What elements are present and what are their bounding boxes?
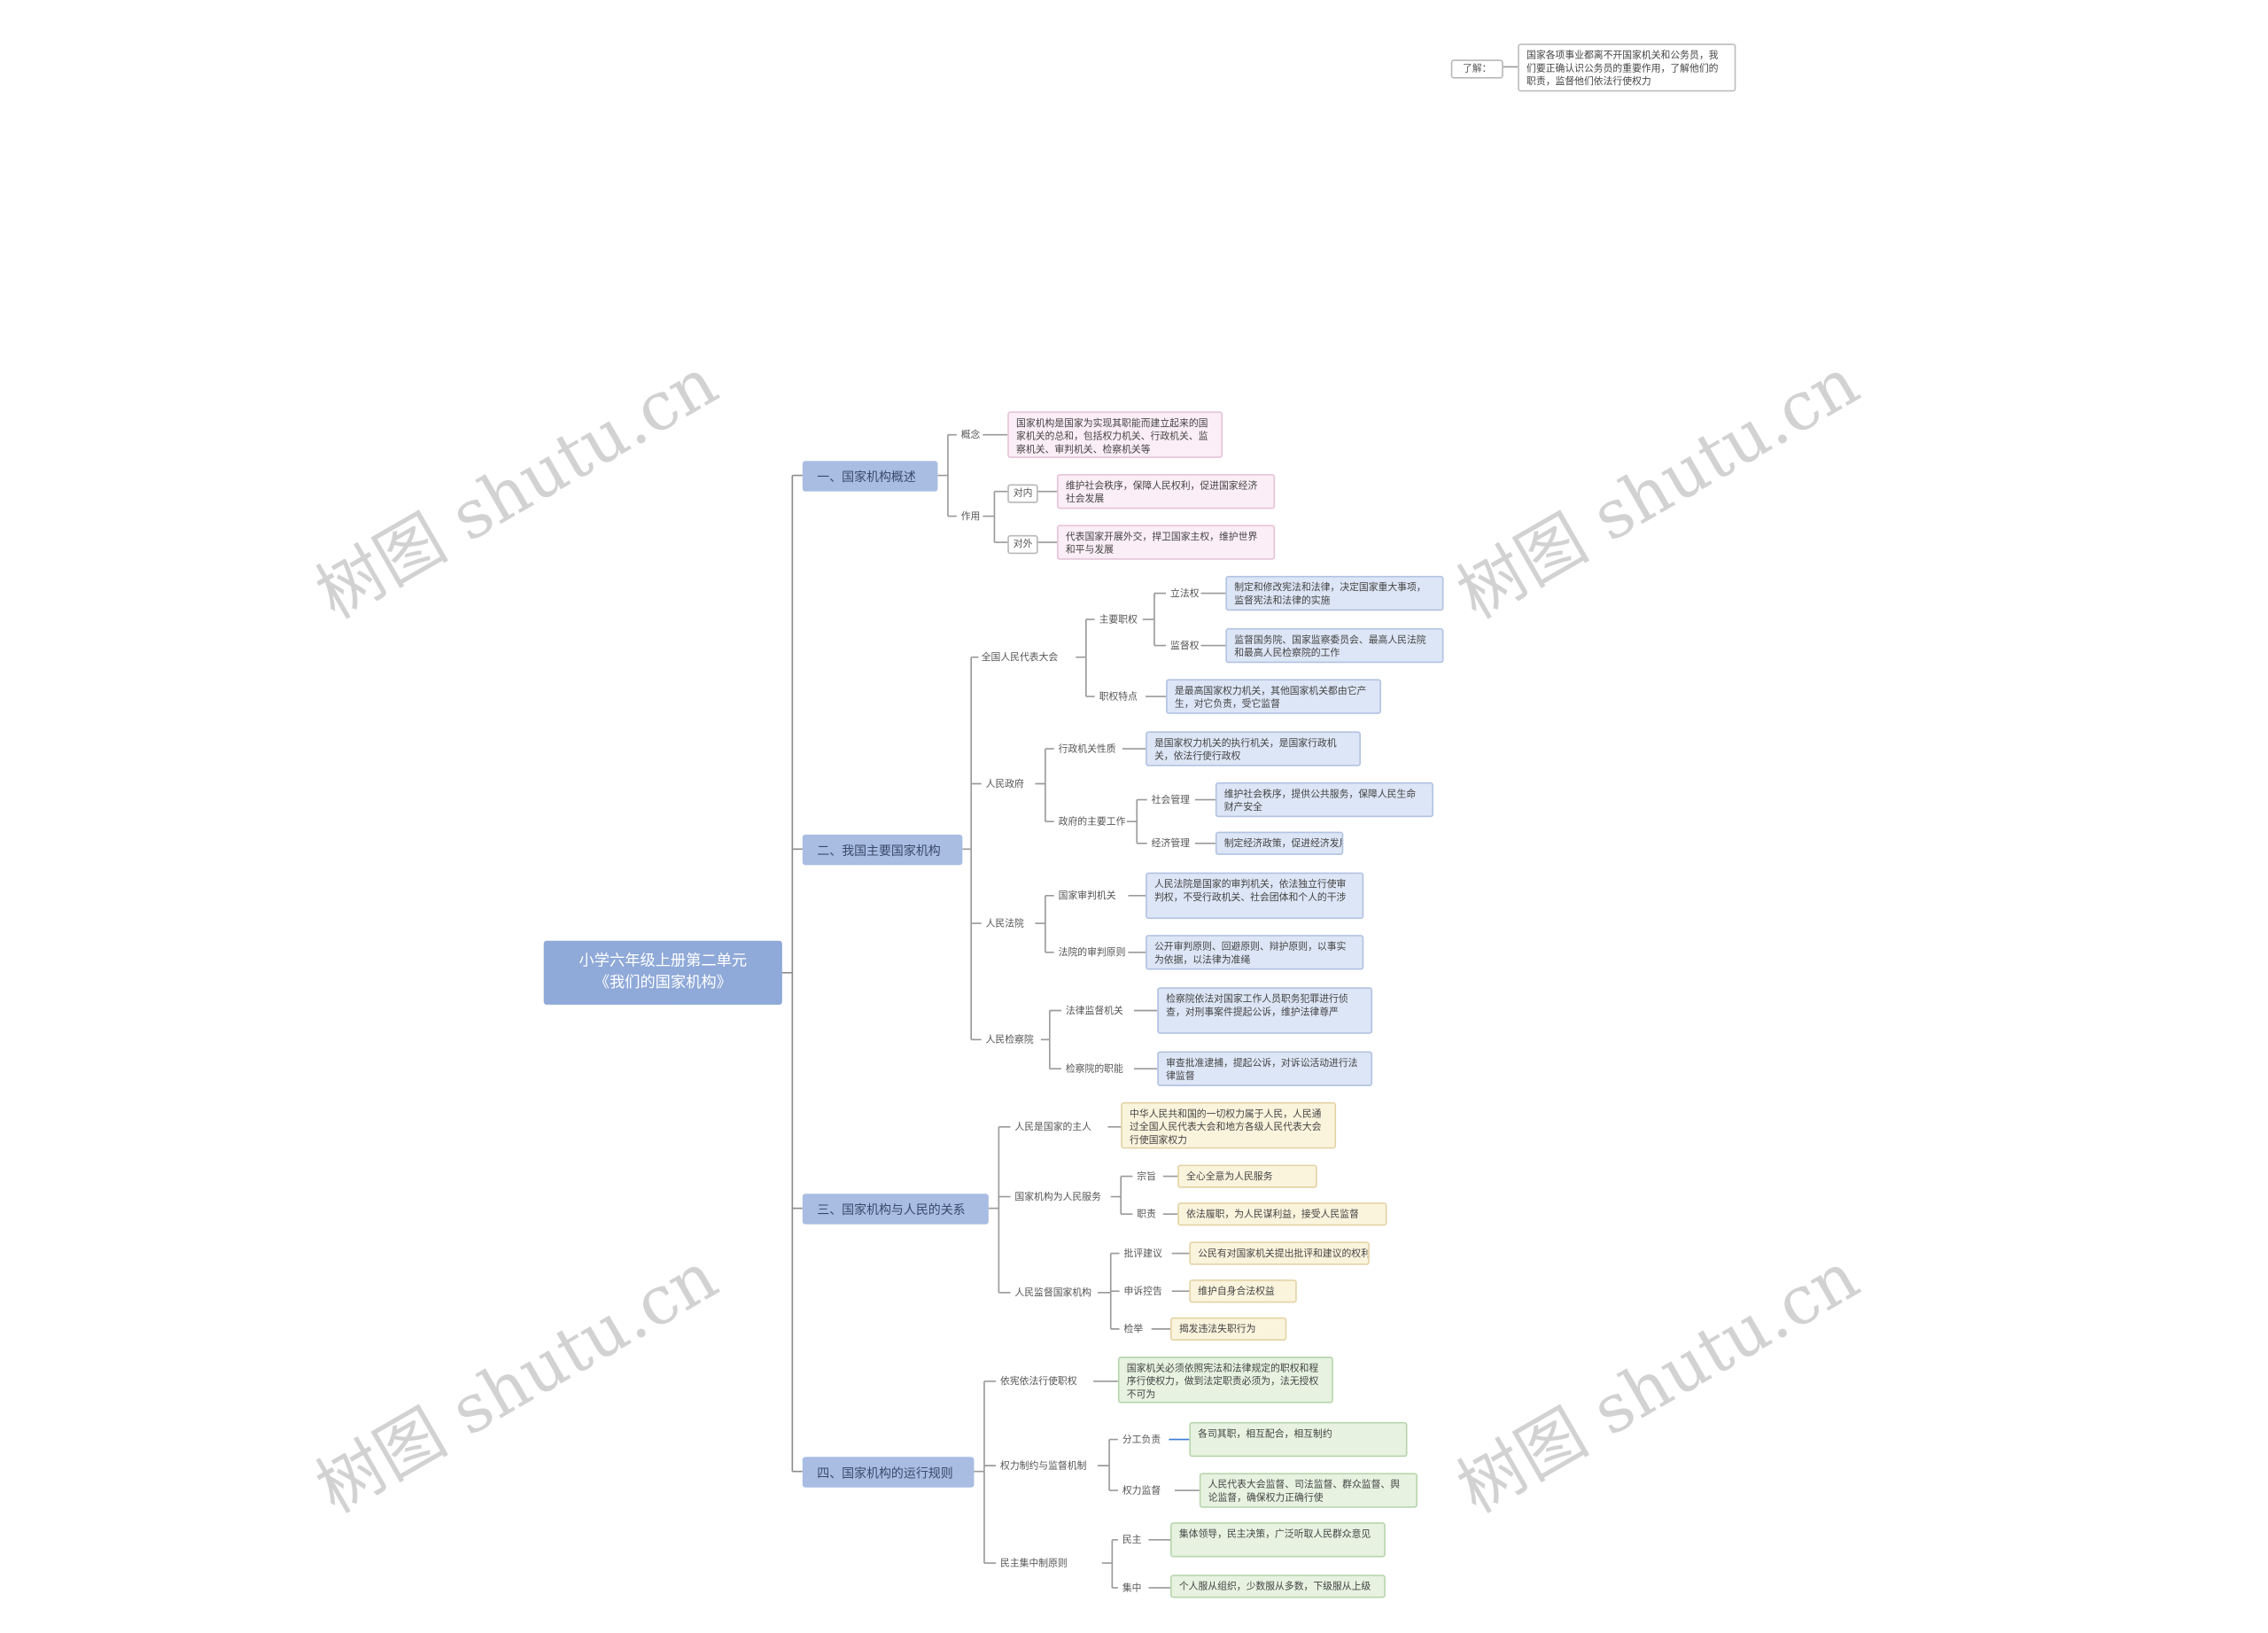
npc-legislation-label[interactable]: 立法权: [1170, 587, 1200, 600]
connector: [1040, 1009, 1061, 1069]
court-organ-label[interactable]: 国家审判机关: [1058, 890, 1116, 902]
concept-note[interactable]: 国家机构是国家为实现其职能而建立起来的国家机关的总和，包括权力机关、行政机关、监…: [1007, 411, 1223, 458]
root-title-line2: 《我们的国家机构》: [594, 974, 732, 992]
appeal-note[interactable]: 维护自身合法权益: [1189, 1279, 1297, 1303]
connector: [974, 1380, 997, 1564]
court-principle-note[interactable]: 公开审判原则、回避原则、辩护原则，以事实为依据，以法律为准绳: [1146, 935, 1364, 970]
role-label[interactable]: 作用: [960, 509, 981, 523]
court-organ-note[interactable]: 人民法院是国家的审判机关，依法独立行使审判权，不受行政机关、社会团体和个人的干涉: [1146, 872, 1364, 920]
floating-label[interactable]: 了解：: [1450, 59, 1503, 79]
connector: [781, 474, 803, 1473]
democratic-centralism-label[interactable]: 民主集中制原则: [1000, 1557, 1068, 1569]
power-supervision-label[interactable]: 权力监督: [1122, 1484, 1161, 1497]
report-note[interactable]: 揭发违法失职行为: [1170, 1317, 1287, 1341]
connector: [1142, 592, 1167, 647]
connector: [1101, 1538, 1118, 1589]
procuratorate-organ-note[interactable]: 检察院依法对国家工作人员职务犯罪进行侦查，对刑事案件提起公诉，维护法律尊严: [1157, 987, 1373, 1034]
gov-social-label[interactable]: 社会管理: [1151, 793, 1190, 806]
democracy-label[interactable]: 民主: [1122, 1534, 1142, 1546]
lawful-power-label[interactable]: 依宪依法行使职权: [1000, 1375, 1077, 1388]
division-label[interactable]: 分工负责: [1122, 1434, 1161, 1446]
purpose-note[interactable]: 全心全意为人民服务: [1177, 1164, 1317, 1188]
connector: [1097, 1252, 1120, 1330]
report-label[interactable]: 检举: [1123, 1323, 1144, 1335]
criticism-label[interactable]: 批评建议: [1123, 1247, 1162, 1260]
lawful-power-note[interactable]: 国家机关必须依照宪法和法律规定的职权和程序行使权力，做到法定职责必须为，法无授权…: [1117, 1357, 1333, 1404]
role-internal-note[interactable]: 维护社会秩序，保障人民权利，促进国家经济社会发展: [1057, 473, 1276, 509]
gov-nature-label[interactable]: 行政机关性质: [1058, 743, 1116, 755]
role-internal-tag[interactable]: 对内: [1007, 484, 1038, 503]
floating-note[interactable]: 国家各项事业都离不开国家机关和公务员，我们要正确认识公务员的重要作用，了解他们的…: [1518, 43, 1736, 92]
npc-supervision-note[interactable]: 监督国务院、国家监察委员会、最高人民法院和最高人民检察院的工作: [1225, 627, 1444, 664]
npc-legislation-note[interactable]: 制定和修改宪法和法律，决定国家重大事项，监督宪法和法律的实施: [1225, 575, 1444, 611]
section-relationship[interactable]: 三、国家机构与人民的关系: [802, 1194, 989, 1225]
concept-label[interactable]: 概念: [960, 429, 981, 441]
procuratorate-duty-note[interactable]: 审查批准逮捕，提起公诉，对诉讼活动进行法律监督: [1157, 1051, 1373, 1086]
section-overview[interactable]: 一、国家机构概述: [802, 461, 938, 492]
npc-powers-label[interactable]: 主要职权: [1099, 613, 1138, 626]
duty-label[interactable]: 职责: [1137, 1208, 1156, 1220]
centralism-note[interactable]: 个人服从组织，少数服从多数，下级服从上级: [1170, 1575, 1386, 1598]
connector: [1110, 1175, 1133, 1216]
connector: [1035, 748, 1054, 822]
npc-label[interactable]: 全国人民代表大会: [981, 651, 1059, 664]
court-principle-label[interactable]: 法院的审判原则: [1058, 946, 1126, 959]
power-supervision-note[interactable]: 人民代表大会监督、司法监督、群众监督、舆论监督，确保权力正确行使: [1199, 1473, 1418, 1508]
root-title-line1: 小学六年级上册第二单元: [579, 952, 748, 970]
criticism-note[interactable]: 公民有对国家机关提出批评和建议的权利: [1189, 1241, 1370, 1265]
gov-economy-note[interactable]: 制定经济政策，促进经济发展: [1215, 831, 1344, 855]
role-external-tag[interactable]: 对外: [1007, 534, 1038, 555]
people-supervise-label[interactable]: 人民监督国家机构: [1014, 1287, 1091, 1299]
connector: [1076, 618, 1095, 697]
gov-label[interactable]: 人民政府: [985, 777, 1024, 790]
duty-note[interactable]: 依法履职，为人民谋利益，接受人民监督: [1177, 1202, 1387, 1226]
connector: [962, 656, 982, 1041]
gov-nature-note[interactable]: 是国家权力机关的执行机关，是国家行政机关，依法行使行政权: [1146, 731, 1361, 766]
npc-features-label[interactable]: 职权特点: [1099, 690, 1138, 703]
serve-people-label[interactable]: 国家机构为人民服务: [1014, 1190, 1101, 1203]
gov-economy-label[interactable]: 经济管理: [1151, 837, 1190, 850]
connector: [988, 1125, 1011, 1294]
procuratorate-duty-label[interactable]: 检察院的职能: [1065, 1062, 1123, 1075]
people-master-note[interactable]: 中华人民共和国的一切权力属于人民，人民通过全国人民代表大会和地方各级人民代表大会…: [1121, 1101, 1337, 1149]
section-rules[interactable]: 四、国家机构的运行规则: [802, 1457, 975, 1488]
npc-features-note[interactable]: 是最高国家权力机关，其他国家机关都由它产生，对它负责，受它监督: [1166, 679, 1381, 714]
court-label[interactable]: 人民法院: [985, 917, 1024, 929]
procuratorate-organ-label[interactable]: 法律监督机关: [1065, 1004, 1123, 1017]
democracy-note[interactable]: 集体领导，民主决策，广泛听取人民群众意见: [1170, 1522, 1386, 1558]
connector: [1097, 1438, 1118, 1491]
division-note[interactable]: 各司其职，相互配合，相互制约: [1189, 1421, 1408, 1458]
centralism-label[interactable]: 集中: [1122, 1582, 1142, 1594]
connector: [937, 433, 957, 517]
section-organs[interactable]: 二、我国主要国家机构: [802, 834, 963, 866]
role-external-note[interactable]: 代表国家开展外交，捍卫国家主权，维护世界和平与发展: [1057, 525, 1276, 560]
procuratorate-label[interactable]: 人民检察院: [985, 1033, 1034, 1046]
connector: [983, 490, 1008, 543]
checks-label[interactable]: 权力制约与监督机制: [1000, 1459, 1087, 1472]
gov-work-label[interactable]: 政府的主要工作: [1058, 815, 1126, 828]
root-topic[interactable]: 小学六年级上册第二单元 《我们的国家机构》: [543, 940, 782, 1005]
npc-supervision-label[interactable]: 监督权: [1170, 640, 1200, 652]
purpose-label[interactable]: 宗旨: [1137, 1170, 1156, 1183]
appeal-label[interactable]: 申诉控告: [1123, 1285, 1162, 1297]
gov-social-note[interactable]: 维护社会秩序，提供公共服务，保障人民生命财产安全: [1215, 782, 1434, 818]
people-master-label[interactable]: 人民是国家的主人: [1014, 1121, 1091, 1133]
connector: [1035, 895, 1054, 953]
connector: [1126, 798, 1147, 844]
